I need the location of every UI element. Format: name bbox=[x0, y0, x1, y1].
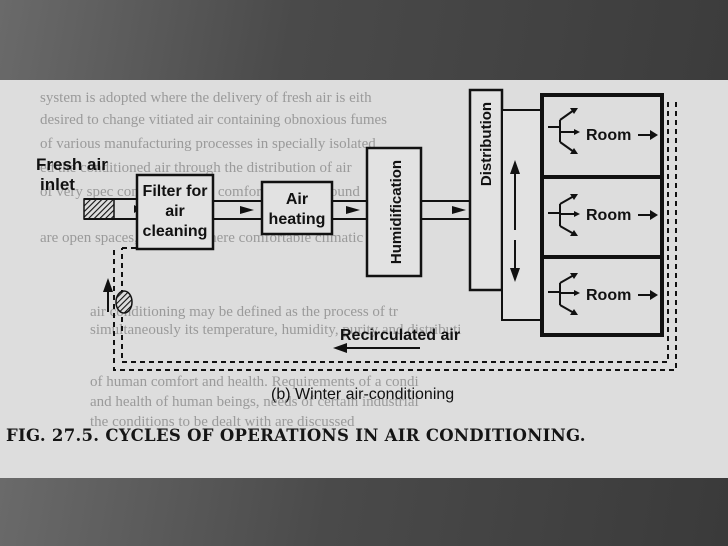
arrow-heating-humid bbox=[346, 206, 360, 214]
bleed-through-line: system is adopted where the delivery of … bbox=[40, 90, 372, 106]
rooms: Room Room Room bbox=[540, 93, 664, 337]
recirculation-loop bbox=[113, 102, 677, 371]
arrow-filter-heating bbox=[240, 206, 254, 214]
heating-label-1: Air bbox=[286, 191, 308, 208]
bleed-through-line: ed the conditioned air through the distr… bbox=[40, 160, 352, 176]
feeder-column bbox=[501, 109, 543, 321]
filter-box bbox=[135, 173, 215, 251]
filter-label-2: air bbox=[165, 203, 185, 220]
room-out-arrow-1 bbox=[650, 130, 658, 140]
diffuser-3 bbox=[548, 274, 576, 314]
damper-icon bbox=[115, 290, 133, 314]
figure-caption: FIG. 27.5. CYCLES OF OPERATIONS IN AIR C… bbox=[6, 426, 586, 445]
recirc-arrow-head bbox=[333, 343, 347, 353]
distribution-label: Distribution bbox=[478, 102, 495, 186]
recirculated-air-label: Recirculated air bbox=[340, 327, 460, 344]
bleed-through-line: simultaneously its temperature, humidity… bbox=[90, 322, 461, 338]
room-label-2: Room bbox=[586, 207, 631, 224]
humidification-label: Humidification bbox=[388, 160, 405, 264]
slide-top-band bbox=[0, 0, 728, 80]
room-label-3: Room bbox=[586, 287, 631, 304]
filter-label-1: Filter for bbox=[143, 183, 208, 200]
feeder-up-arrow bbox=[510, 160, 520, 174]
bleed-through-line: air conditioning may be defined as the p… bbox=[90, 304, 398, 320]
bleed-through-line: of various manufacturing processes in sp… bbox=[40, 136, 376, 152]
room-out-arrow-2 bbox=[650, 210, 658, 220]
diffuser-1 bbox=[548, 109, 576, 153]
feeder-down-arrow bbox=[510, 268, 520, 282]
inlet-arrow bbox=[118, 205, 141, 213]
arrow-humid-distribution bbox=[452, 206, 466, 214]
bleed-through-line: desired to change vitiated air containin… bbox=[40, 112, 387, 128]
bleed-through-line: and health of human beings, needs of cer… bbox=[90, 394, 419, 410]
room-box-3 bbox=[540, 255, 664, 337]
air-conditioning-diagram: system is adopted where the delivery of … bbox=[36, 88, 677, 430]
damper-up-arrow bbox=[103, 278, 113, 292]
room-label-1: Room bbox=[586, 127, 631, 144]
humidification-box bbox=[365, 146, 423, 278]
slide-bottom-band bbox=[0, 478, 728, 546]
fresh-air-label-1: Fresh air bbox=[36, 155, 108, 174]
filter-label-3: cleaning bbox=[143, 223, 208, 240]
bleed-through-line: the conditions to be dealt with are disc… bbox=[90, 414, 355, 430]
diffuser-2 bbox=[548, 195, 576, 235]
inlet-grille bbox=[83, 198, 115, 220]
fresh-air-label-2: inlet bbox=[40, 175, 75, 194]
scanned-figure: system is adopted where the delivery of … bbox=[0, 80, 728, 478]
heating-label-2: heating bbox=[269, 211, 326, 228]
heating-box bbox=[260, 180, 334, 236]
bleed-through-text: system is adopted where the delivery of … bbox=[40, 90, 461, 430]
diagram-subtitle: (b) Winter air-conditioning bbox=[271, 386, 454, 403]
bleed-through-line: of human comfort and health. Requirement… bbox=[90, 374, 419, 390]
room-out-arrow-3 bbox=[650, 290, 658, 300]
